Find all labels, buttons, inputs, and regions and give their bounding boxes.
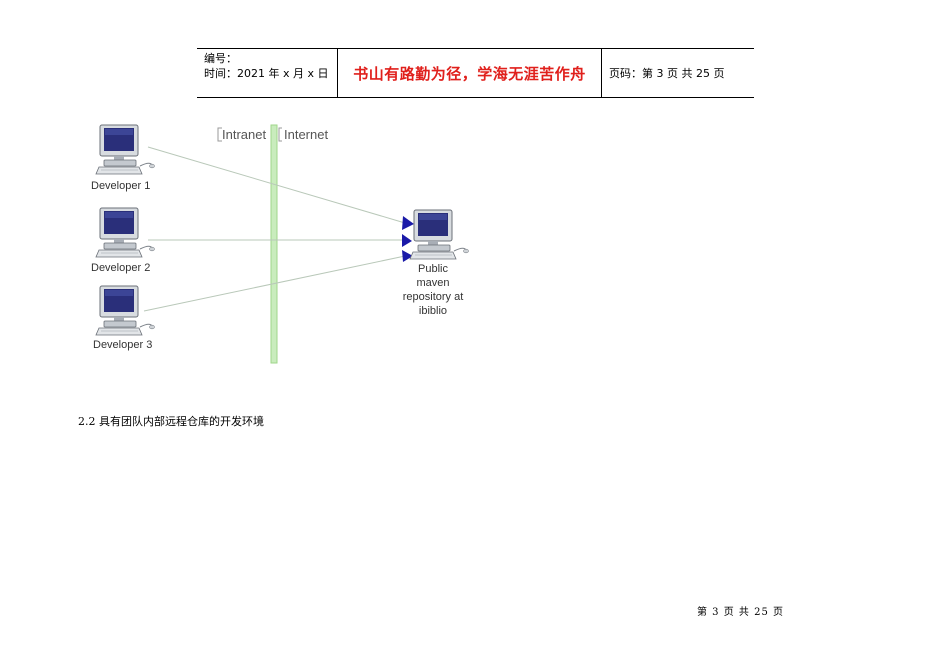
number-label: 编号： xyxy=(204,52,237,65)
intranet-bracket xyxy=(217,127,222,142)
internet-label: Internet xyxy=(284,127,328,142)
header-motto: 书山有路勤为径，学海无涯苦作舟 xyxy=(338,49,602,97)
repository-label-line-2: maven xyxy=(416,277,449,289)
internet-bracket xyxy=(278,127,282,142)
repository-label-line-4: ibiblio xyxy=(419,305,447,317)
time-label: 时间：2021 年 x 月 x 日 xyxy=(204,67,329,80)
header-info-cell: 编号： 时间：2021 年 x 月 x 日 xyxy=(197,49,338,97)
intranet-label: Intranet xyxy=(222,127,266,142)
page-footer: 第 3 页 共 25 页 xyxy=(697,607,784,618)
arrow-head-2 xyxy=(402,234,412,247)
developer-3-label: Developer 3 xyxy=(93,339,152,351)
arrow-head-1 xyxy=(402,216,414,230)
arrow-head-3 xyxy=(402,250,413,262)
connection-line-1 xyxy=(147,146,406,224)
section-heading: 2.2 具有团队内部远程仓库的开发环境 xyxy=(78,415,264,428)
repository-computer-icon xyxy=(409,209,469,260)
connection-line-3 xyxy=(143,255,406,312)
developer-1-label: Developer 1 xyxy=(91,180,150,192)
header-page-label: 页码：第 3 页 共 25 页 xyxy=(609,67,725,80)
repository-label-line-1: Public xyxy=(418,263,448,275)
developer-2-computer-icon xyxy=(95,207,155,258)
document-header: 编号： 时间：2021 年 x 月 x 日 书山有路勤为径，学海无涯苦作舟 页码… xyxy=(197,48,754,98)
developer-1-computer-icon xyxy=(95,124,155,175)
repository-label-line-3: repository at xyxy=(403,291,464,303)
developer-2-label: Developer 2 xyxy=(91,262,150,274)
network-boundary xyxy=(270,124,278,364)
